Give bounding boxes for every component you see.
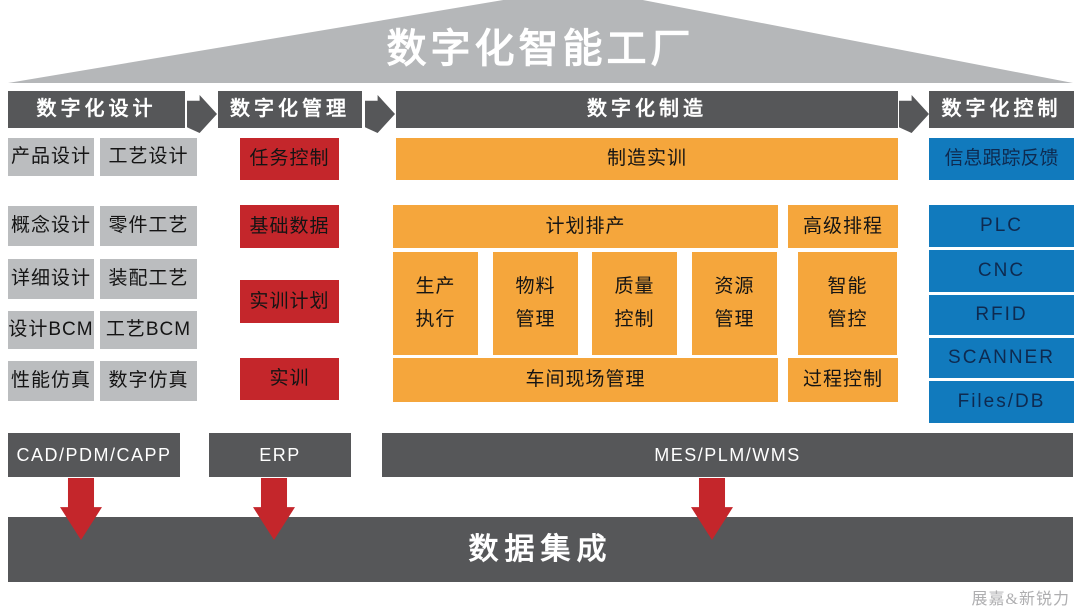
box-base-data: 基础数据 [240, 205, 339, 248]
box-part-process: 零件工艺 [100, 206, 197, 246]
box-material-management: 物料 管理 [493, 252, 578, 355]
arrow-right-icon [899, 95, 929, 133]
box-cnc: CNC [929, 250, 1074, 292]
box-scanner: SCANNER [929, 338, 1074, 378]
box-quality-control: 质量 控制 [592, 252, 677, 355]
box-plc: PLC [929, 205, 1074, 247]
box-workshop-site-management: 车间现场管理 [393, 358, 778, 402]
box-production-execution: 生产 执行 [393, 252, 478, 355]
arrow-right-icon [365, 95, 395, 133]
diagram-title: 数字化智能工厂 [386, 27, 695, 71]
box-plan-scheduling: 计划排产 [393, 205, 778, 248]
box-product-design: 产品设计 [8, 138, 94, 176]
header-digital-manufacturing: 数字化制造 [396, 91, 898, 128]
header-digital-design: 数字化设计 [8, 91, 185, 128]
box-task-control: 任务控制 [240, 138, 339, 180]
box-concept-design: 概念设计 [8, 206, 94, 246]
box-rfid: RFID [929, 295, 1074, 335]
box-process-design: 工艺设计 [100, 138, 197, 176]
box-detail-design: 详细设计 [8, 259, 94, 299]
header-digital-control: 数字化控制 [929, 91, 1074, 128]
box-info-tracking-feedback: 信息跟踪反馈 [929, 138, 1074, 180]
box-intelligent-control: 智能 管控 [798, 252, 897, 355]
box-assembly-process: 装配工艺 [100, 259, 197, 299]
box-training: 实训 [240, 358, 339, 400]
box-advanced-scheduling: 高级排程 [788, 205, 898, 248]
watermark: 展嘉&新锐力 [971, 591, 1070, 608]
box-files-db: Files/DB [929, 381, 1074, 423]
box-resource-management: 资源 管理 [692, 252, 777, 355]
box-erp: ERP [209, 433, 351, 477]
box-process-bcm: 工艺BCM [100, 311, 197, 349]
box-mes-plm-wms: MES/PLM/WMS [382, 433, 1073, 477]
box-cad-pdm-capp: CAD/PDM/CAPP [8, 433, 180, 477]
box-manufacturing-training: 制造实训 [396, 138, 898, 180]
header-digital-management: 数字化管理 [218, 91, 362, 128]
box-process-control: 过程控制 [788, 358, 898, 402]
box-design-bcm: 设计BCM [8, 311, 94, 349]
box-digital-simulation: 数字仿真 [100, 361, 197, 401]
box-performance-simulation: 性能仿真 [8, 361, 94, 401]
data-integration-bar: 数据集成 [8, 517, 1073, 582]
arrow-right-icon [187, 95, 217, 133]
box-training-plan: 实训计划 [240, 280, 339, 323]
